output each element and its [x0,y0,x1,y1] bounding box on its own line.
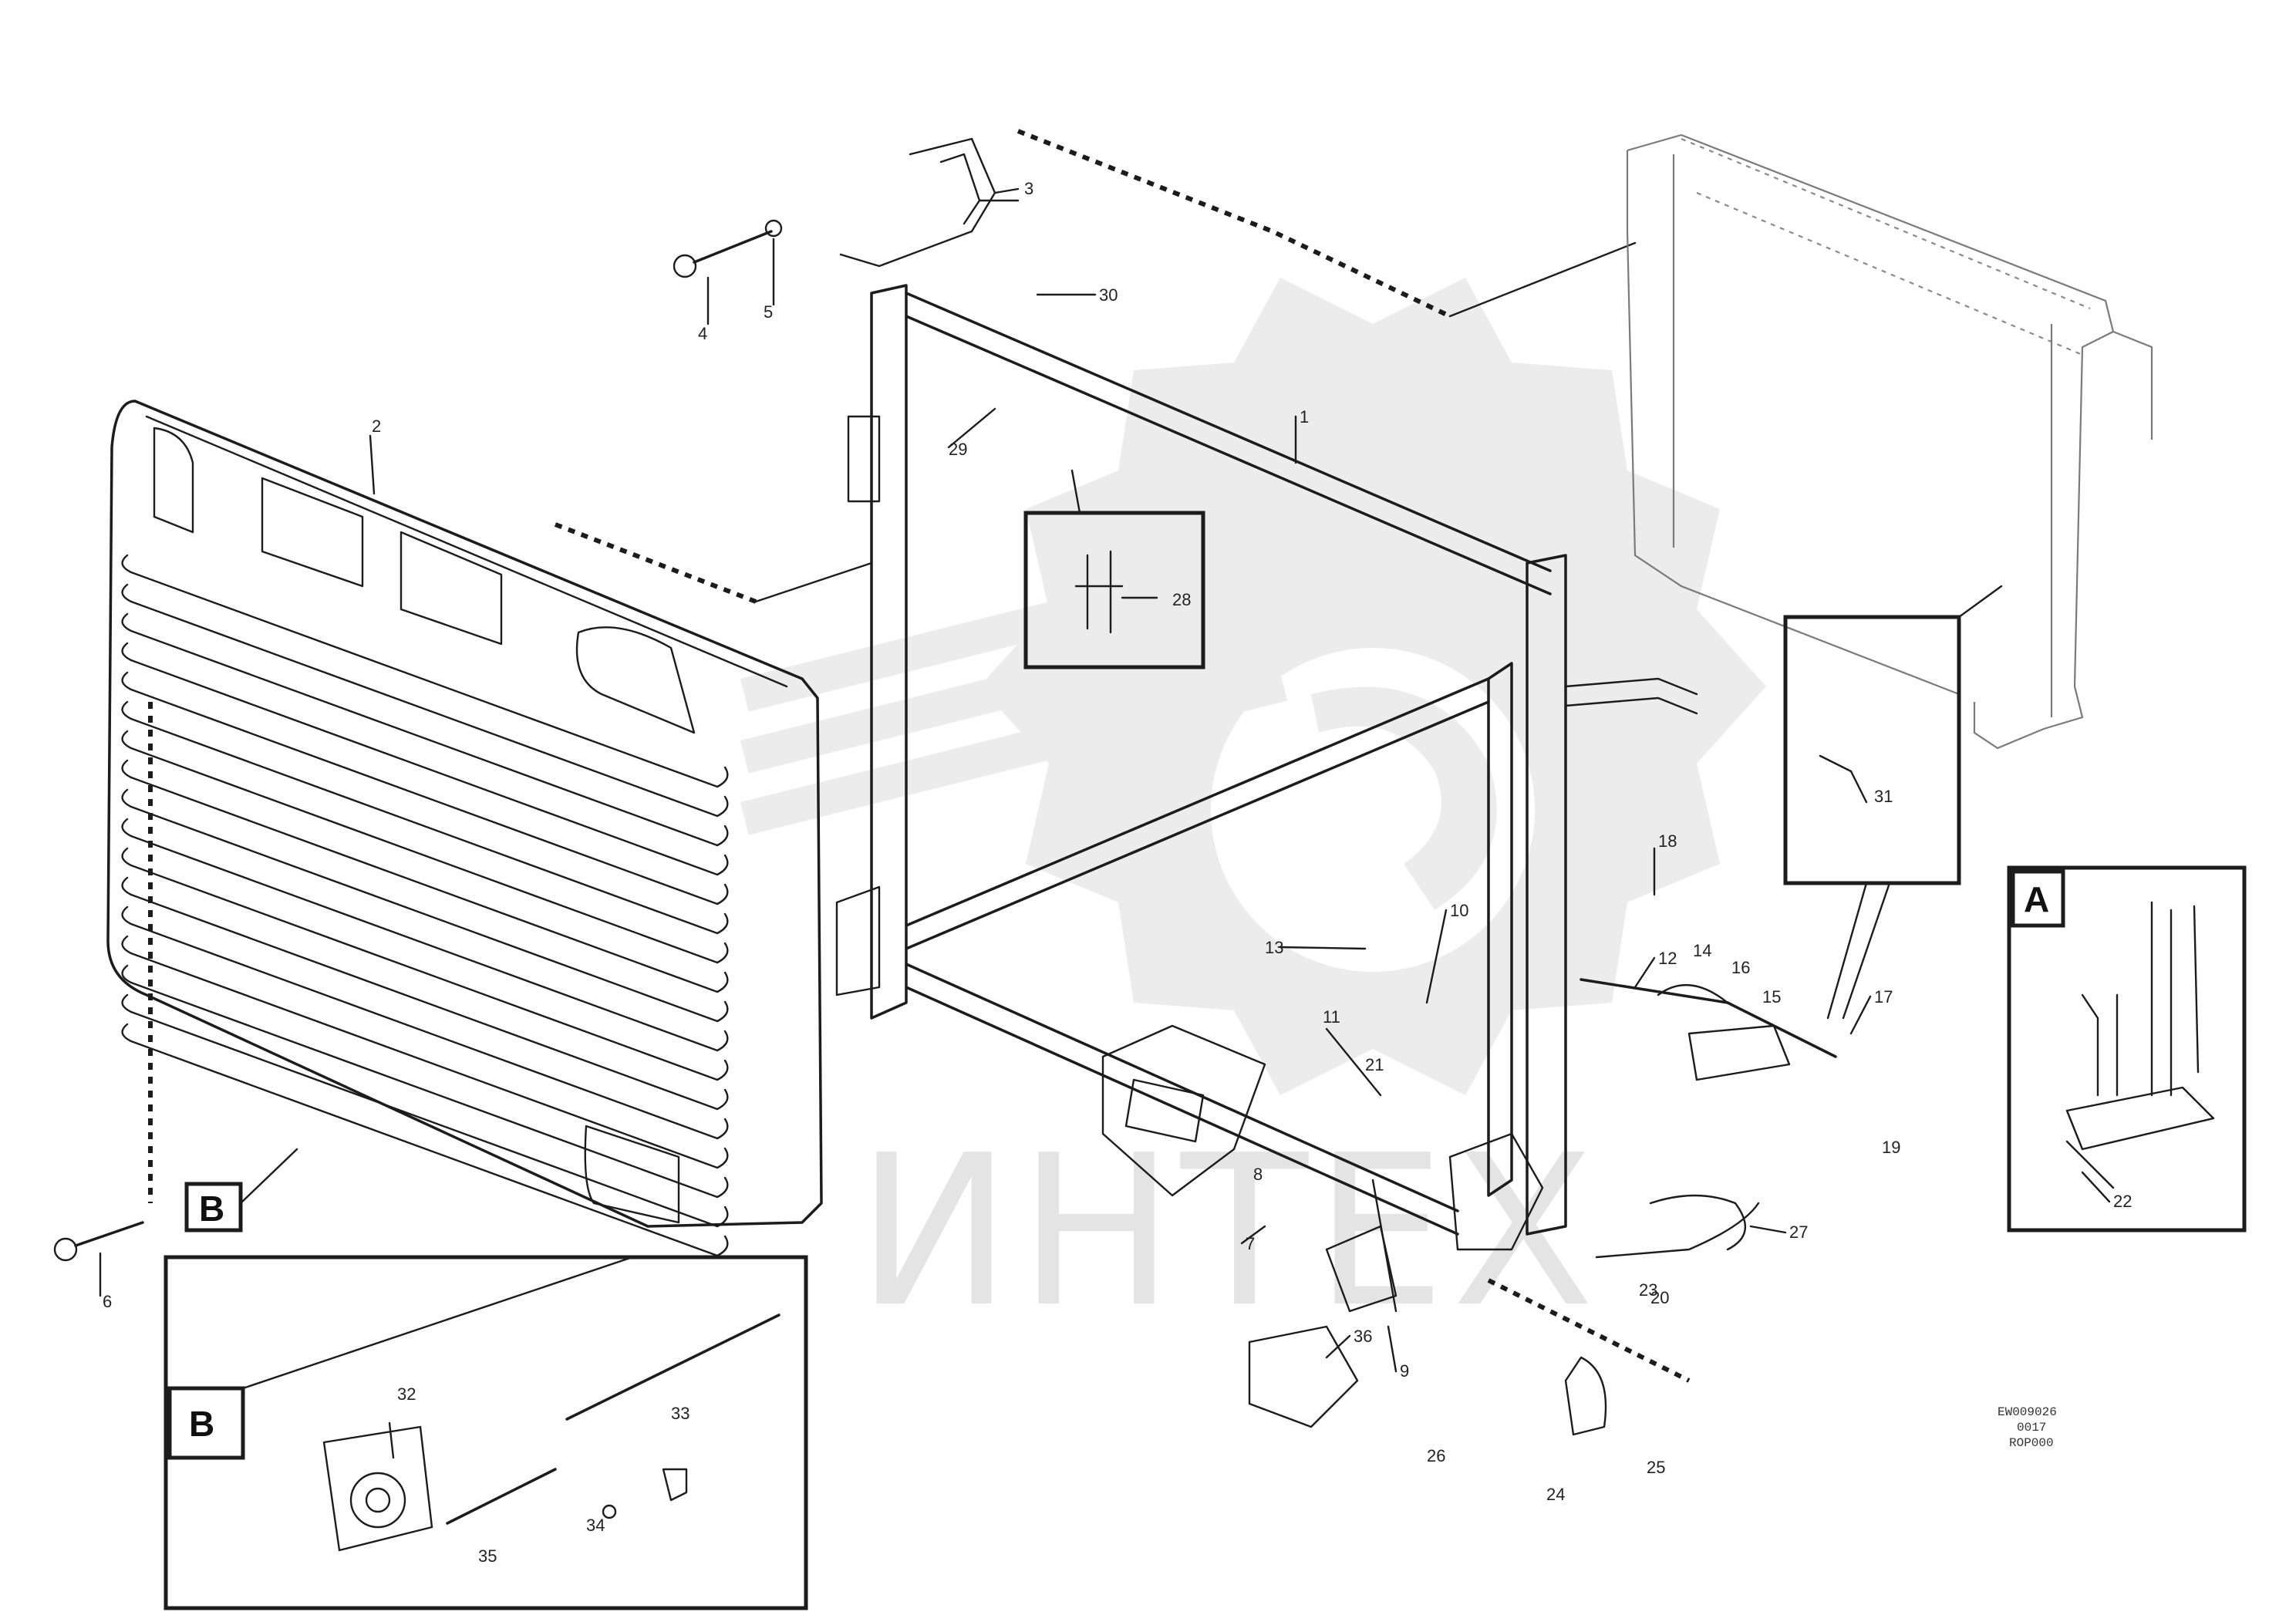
callout-number: 6 [103,1292,112,1311]
callout-number: 4 [698,324,707,343]
overflow-hose [1017,129,1451,319]
grille-slat [121,788,729,1023]
mounting-bracket [1248,1179,1607,1436]
grille-slat [121,730,729,964]
callout-number: 2 [372,416,381,436]
callout-labels: 4 5 3 30 1 29 2 28 31 18 12 13 10 11 16 14 15 17 19 20 21 22 2… [103,179,2132,1566]
callout-number: 14 [1693,941,1711,960]
view-b-box [164,1255,808,1610]
leader-line [369,434,376,495]
grille-slat [121,905,729,1140]
callout-number: 10 [1450,901,1468,920]
callout-number: 31 [1874,787,1893,806]
callout-number: 15 [1762,987,1781,1007]
drawing-code-line-3: ROP000 [2009,1436,2054,1450]
detail-box-fastener [1783,615,1961,885]
view-a-letter-box [2011,869,2065,928]
leader-line [1240,1225,1266,1245]
callout-number: 29 [949,440,967,459]
grille-slat [121,876,729,1111]
leader-line [1633,956,1656,989]
drawing-code-line-2: 0017 [2017,1421,2046,1435]
radiator-core-outline [1626,133,2153,750]
callout-number: 12 [1658,949,1677,968]
grille-slat [121,818,729,1052]
grille-slat [121,671,729,905]
leader-line [1325,1027,1382,1097]
grille-top-seal [554,522,757,604]
callout-number: 9 [1400,1361,1409,1381]
leader-line [947,407,996,449]
callout-number: 19 [1882,1138,1900,1157]
leader-line [1325,1334,1351,1359]
leader-lines [369,187,2111,1373]
callout-number: 26 [1427,1446,1445,1465]
view-b-letter: B [189,1404,214,1444]
watermark-text: ИНТЕХ [856,1110,1601,1353]
leader-line [1749,1225,1787,1234]
grille-slat [121,554,729,788]
bolt [53,1221,144,1297]
callout-number: 8 [1253,1165,1263,1184]
callout-number: 25 [1647,1458,1665,1477]
leader-line [1849,995,1872,1035]
view-b-marker [184,1182,243,1233]
callout-number: 11 [1323,1007,1340,1027]
grille-slat [121,583,729,818]
callout-number: 34 [586,1516,605,1535]
radiator-grille [106,400,823,1257]
callout-number: 32 [397,1384,416,1404]
callout-number: 22 [2113,1192,2132,1211]
grille-slat [121,700,729,935]
callout-number: 36 [1354,1327,1372,1346]
callout-number: 30 [1099,285,1118,305]
leader-line [1279,946,1367,950]
view-a-letter: A [2024,879,2049,919]
grille-slat [121,642,729,876]
callout-number: 23 [1639,1280,1657,1300]
leader-line [1425,909,1448,1004]
callout-number: 27 [1789,1222,1808,1242]
callout-number: 24 [1546,1485,1565,1504]
grille-slat [121,759,729,993]
callout-number: 1 [1300,407,1309,427]
view-b-marker-letter: B [199,1189,224,1229]
callout-number: 13 [1265,938,1283,957]
gear-logo-icon [740,278,1766,1095]
detail-box-clip [1023,511,1205,669]
radiator-frame [835,284,1698,1236]
callout-number: 18 [1658,831,1677,851]
bolt-set-top [673,219,783,325]
callout-number: 21 [1365,1055,1384,1074]
grille-slat [121,1023,729,1257]
grille-slat [121,935,729,1169]
callout-number: 20 [1650,1288,1669,1307]
grille-slat [121,993,729,1228]
callout-number: 17 [1874,987,1893,1007]
grille-slat [121,612,729,847]
callout-number: 28 [1172,590,1191,609]
leader-line [993,187,1020,194]
callout-number: 35 [478,1546,497,1566]
callout-number: 5 [764,302,773,322]
callout-number: 33 [671,1404,689,1423]
grille-slat [121,847,729,1081]
view-a-box [2007,865,2247,1233]
callout-number: 16 [1731,958,1750,977]
drawing-code-line-1: EW009026 [1998,1405,2057,1419]
grille-slat [121,964,729,1199]
callout-number: 7 [1246,1234,1255,1253]
hose-assembly [1448,978,1837,1383]
callout-number: 3 [1024,179,1033,198]
leader-line [1387,1325,1397,1373]
leader-line [2081,1171,2111,1203]
view-b-letter-box [167,1386,245,1460]
